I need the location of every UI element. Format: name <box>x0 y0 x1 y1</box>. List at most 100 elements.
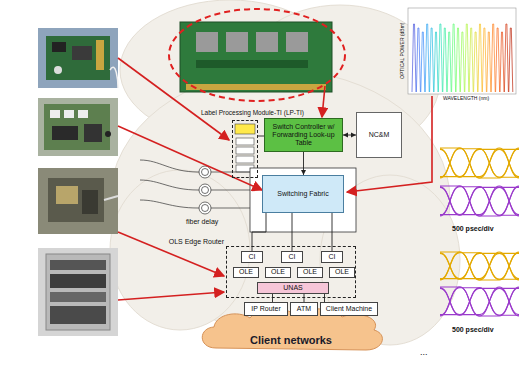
module-photo <box>38 168 118 234</box>
fiber-delay-lines <box>199 166 211 178</box>
dashed-module: Label Processing Module-TI (LP-TI) <box>232 120 258 178</box>
connector <box>303 152 304 175</box>
board-photo <box>72 46 92 60</box>
eye-trace <box>440 187 519 214</box>
board-photo <box>46 36 110 80</box>
controller-board-photo <box>180 22 332 92</box>
client-box: Client Machine <box>320 302 378 316</box>
eye-trace <box>440 149 519 176</box>
spectrum-peak <box>465 24 469 92</box>
box-label: Switching Fabric <box>277 190 328 198</box>
board-photo <box>105 131 111 137</box>
eye-trace <box>440 253 519 278</box>
ole-box: OLE <box>329 267 355 278</box>
fiber-delay-lines <box>140 200 250 208</box>
controller-board-photo <box>196 60 308 68</box>
eye-trace <box>440 287 519 316</box>
fiber-delay-lines <box>140 160 250 214</box>
rack-photo <box>46 254 110 330</box>
spectrum-peak <box>438 24 442 92</box>
spectrum-peak <box>469 28 473 92</box>
box-label: CI <box>249 253 256 261</box>
connector <box>272 294 273 302</box>
spectrum-peak <box>456 28 460 92</box>
box-label: CI <box>289 253 296 261</box>
callout-arrows <box>118 58 229 140</box>
eye-trace <box>440 186 519 216</box>
lp-ti-parts <box>236 156 254 163</box>
callout-arrows <box>118 126 262 190</box>
rack-photo <box>50 306 106 324</box>
fiber-delay-lines <box>199 184 211 196</box>
eye-trace <box>440 288 519 316</box>
module-photo <box>38 168 118 234</box>
unas-box: UNAS <box>257 282 329 294</box>
module-photo <box>82 190 98 214</box>
spectrum-plot <box>408 8 516 94</box>
part-label: fiber delay <box>186 218 218 226</box>
connector <box>343 135 356 136</box>
ole-box: OLE <box>265 267 291 278</box>
fiber-delay-lines <box>199 202 211 214</box>
lp-ti-parts <box>236 147 254 154</box>
board-photo <box>38 98 118 156</box>
note-label: 500 psec/div <box>452 326 494 334</box>
eye-trace <box>440 253 519 280</box>
rack-photo <box>50 260 106 270</box>
cloud-label: Client networks <box>196 334 386 347</box>
note-label: ... <box>420 348 428 358</box>
board-photo <box>38 98 118 156</box>
spectrum-peak <box>421 32 425 92</box>
spectrum-peak <box>474 32 478 92</box>
box-label: ATM <box>297 305 311 313</box>
callout-arrows <box>118 58 432 300</box>
spectrum-peak <box>491 24 495 92</box>
background-cloud <box>110 170 250 330</box>
management-box: NC&M <box>356 112 402 158</box>
board-photo <box>38 28 118 88</box>
spectrum-peak <box>509 28 513 92</box>
lp-ti-parts <box>236 138 254 145</box>
board-photo <box>44 104 110 150</box>
spectrum-peak <box>504 24 508 92</box>
box-label: OLE <box>239 268 253 276</box>
spectrum-peak <box>443 28 447 92</box>
spectrum-peak <box>460 32 464 92</box>
eye-trace <box>440 287 519 316</box>
box-label: OLE <box>335 268 349 276</box>
spectrum-peak <box>416 28 420 92</box>
box-label: NC&M <box>369 131 390 139</box>
box-label: OLE <box>303 268 317 276</box>
spectrum-plot <box>408 8 516 94</box>
controller-board-photo <box>169 9 345 101</box>
rack-photo <box>38 248 118 336</box>
board-photo <box>78 110 88 118</box>
lp-ti-parts <box>235 124 255 172</box>
spectrum-peak <box>412 24 416 92</box>
controller-board-photo <box>286 32 308 52</box>
box-label: Switch Controller w/ Forwarding Look-up … <box>265 123 342 147</box>
box-label: CI <box>329 253 336 261</box>
spectrum-plot <box>412 24 513 92</box>
spectrum-peak <box>478 24 482 92</box>
interface-box: CI <box>321 251 343 263</box>
spectrum-peak <box>482 28 486 92</box>
spectrum-peak <box>452 24 456 92</box>
controller-board-photo <box>256 32 278 52</box>
callout-arrows <box>347 96 432 192</box>
fiber-delay-lines <box>140 180 250 190</box>
edge-router-group: OLS Edge RouterCICICIOLEOLEOLEOLEUNAS <box>226 246 356 298</box>
spectrum-peak <box>425 24 429 92</box>
board-photo <box>38 28 118 88</box>
spectrum-peak <box>496 28 500 92</box>
board-photo <box>50 110 60 118</box>
controller-board-photo <box>186 84 326 90</box>
board-photo <box>54 66 62 74</box>
group-heading: OLS Edge Router <box>169 238 224 246</box>
module-photo <box>48 178 104 222</box>
eye-trace <box>440 149 519 178</box>
network-cloud: Client networksIP RouterATMClient Machin… <box>196 300 386 352</box>
controller-board-photo <box>226 32 248 52</box>
